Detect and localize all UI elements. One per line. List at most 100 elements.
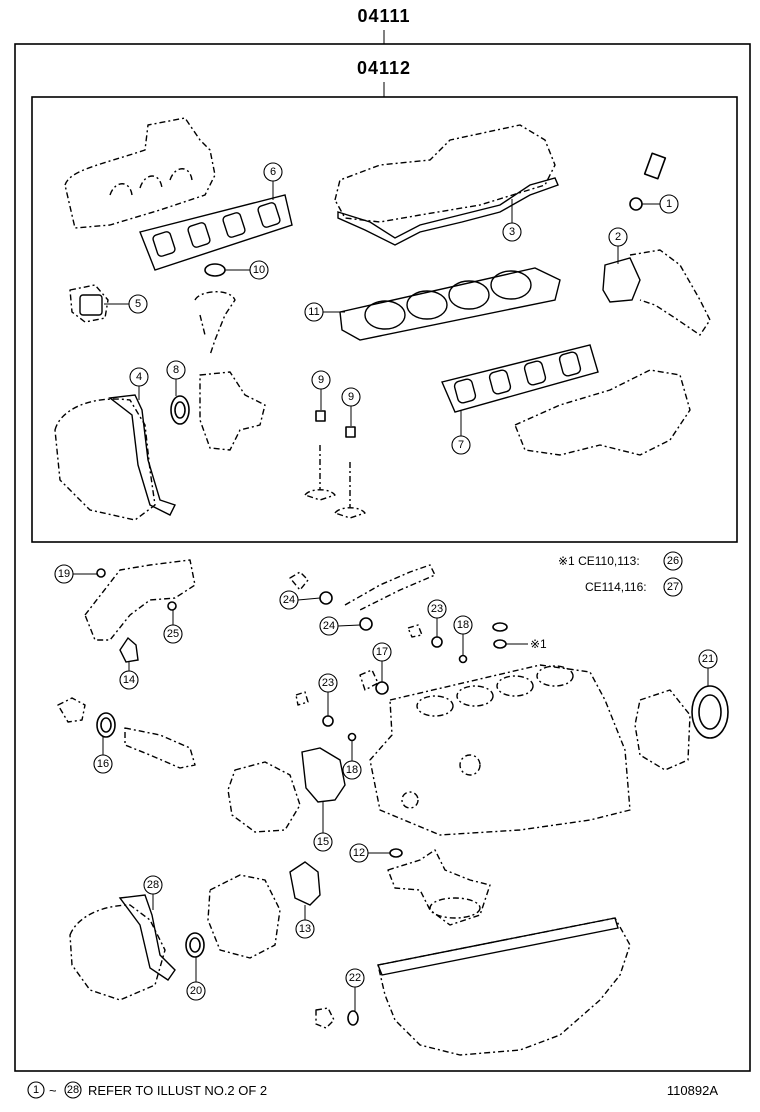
water-pump-gasket <box>301 747 346 803</box>
bolt-left <box>295 691 309 706</box>
svg-text:9: 9 <box>318 374 324 386</box>
footer-reference: 1 ~ 28 REFER TO ILLUST NO.2 OF 2 <box>27 1081 267 1099</box>
callout-23-lower: 23 <box>318 673 338 716</box>
variant-note-line1: ※1 CE110,113: <box>558 554 640 568</box>
svg-text:1: 1 <box>33 1084 39 1096</box>
oil-filter-union <box>359 669 379 691</box>
variant-ref-27: 27 <box>663 577 683 597</box>
svg-text:28: 28 <box>147 879 159 891</box>
svg-text:12: 12 <box>353 847 365 859</box>
plug-24-upper <box>319 591 333 605</box>
variant-note-line2: CE114,116: <box>585 580 647 594</box>
callout-9-right: 9 <box>341 387 361 426</box>
pump-housing <box>199 371 266 451</box>
oil-seal-20 <box>185 932 205 958</box>
svg-text:9: 9 <box>348 391 354 403</box>
svg-text:23: 23 <box>431 603 443 615</box>
callout-5: 5 <box>104 294 148 314</box>
hose-union <box>289 571 309 591</box>
svg-text:5: 5 <box>135 298 141 310</box>
gasket-17 <box>375 681 389 695</box>
oil-pan <box>377 917 631 1056</box>
exhaust-manifold-gasket <box>441 344 599 413</box>
drain-plug <box>315 1007 335 1029</box>
intake-manifold <box>64 117 216 229</box>
kit-number-04112: 04112 <box>357 58 411 78</box>
lower-timing-cover <box>69 904 166 1001</box>
small-gasket-5 <box>69 284 109 323</box>
cylinder-head-cover <box>334 124 556 223</box>
oring-25 <box>167 601 177 611</box>
svg-text:13: 13 <box>299 923 311 935</box>
thermostat-housing <box>57 697 86 723</box>
callout-3: 3 <box>502 199 522 242</box>
svg-text:3: 3 <box>509 226 515 238</box>
gasket-23-upper <box>431 636 443 648</box>
svg-text:14: 14 <box>123 674 135 686</box>
callout-18-lower: 18 <box>342 741 362 780</box>
callout-marker-variant: ※1 <box>506 637 547 651</box>
gasket-14 <box>119 636 139 663</box>
water-outlet-gasket <box>602 249 711 336</box>
valve-stem-seals <box>304 410 366 519</box>
water-bypass-pipe <box>124 727 196 769</box>
svg-text:8: 8 <box>173 364 179 376</box>
svg-text:19: 19 <box>58 568 70 580</box>
svg-text:7: 7 <box>458 439 464 451</box>
callout-24-lower: 24 <box>319 616 361 636</box>
callout-9-left: 9 <box>311 370 331 410</box>
inner-kit-frame <box>31 96 738 543</box>
timing-belt-cover <box>54 394 176 521</box>
svg-text:26: 26 <box>667 555 679 567</box>
plug-24-lower <box>359 617 373 631</box>
callout-15: 15 <box>313 802 333 852</box>
nut-10 <box>204 263 226 277</box>
oil-pump-gasket <box>289 861 321 906</box>
svg-text:~: ~ <box>49 1083 57 1098</box>
svg-text:15: 15 <box>317 836 329 848</box>
gasket-23-lower <box>322 715 334 727</box>
callout-22: 22 <box>345 968 365 1011</box>
svg-text:1: 1 <box>666 198 672 210</box>
callout-6: 6 <box>263 162 283 200</box>
callout-2: 2 <box>608 227 628 264</box>
callout-28: 28 <box>143 875 163 910</box>
oring-18-lower <box>347 732 357 742</box>
svg-text:18: 18 <box>346 764 358 776</box>
callout-11: 11 <box>304 302 345 322</box>
svg-text:10: 10 <box>253 264 265 276</box>
rear-oil-seal <box>691 685 729 739</box>
callout-17: 17 <box>372 642 392 682</box>
outer-kit-frame <box>14 43 751 1072</box>
illustration-id: 110892A <box>667 1083 718 1098</box>
head-cover-gasket <box>337 177 559 246</box>
svg-text:2: 2 <box>615 231 621 243</box>
svg-text:24: 24 <box>323 620 335 632</box>
svg-text:21: 21 <box>702 653 714 665</box>
svg-text:20: 20 <box>190 985 202 997</box>
rear-seal-retainer <box>634 689 691 771</box>
svg-text:18: 18 <box>457 619 469 631</box>
callout-23-upper: 23 <box>427 599 447 637</box>
svg-text:17: 17 <box>376 646 388 658</box>
callout-4: 4 <box>129 367 149 400</box>
timing-cover-gasket <box>118 894 176 981</box>
oil-seal-8 <box>170 395 190 425</box>
callout-16-left: 16 <box>93 737 113 774</box>
svg-text:4: 4 <box>136 371 142 383</box>
svg-text:25: 25 <box>167 628 179 640</box>
callout-21: 21 <box>698 649 718 686</box>
union-fitting <box>407 624 423 638</box>
callout-25: 25 <box>163 610 183 644</box>
oil-dipstick-guide <box>344 564 436 611</box>
oil-seal-16-left <box>96 712 116 738</box>
drain-plug-gasket <box>347 1010 359 1026</box>
callout-14: 14 <box>119 662 139 690</box>
water-inlet-pipe <box>84 559 196 641</box>
intake-manifold-gasket <box>139 194 293 271</box>
kit-number-04111: 04111 <box>357 6 410 26</box>
svg-text:※1: ※1 <box>530 637 547 651</box>
oil-strainer <box>387 848 491 926</box>
callout-20: 20 <box>186 957 206 1001</box>
